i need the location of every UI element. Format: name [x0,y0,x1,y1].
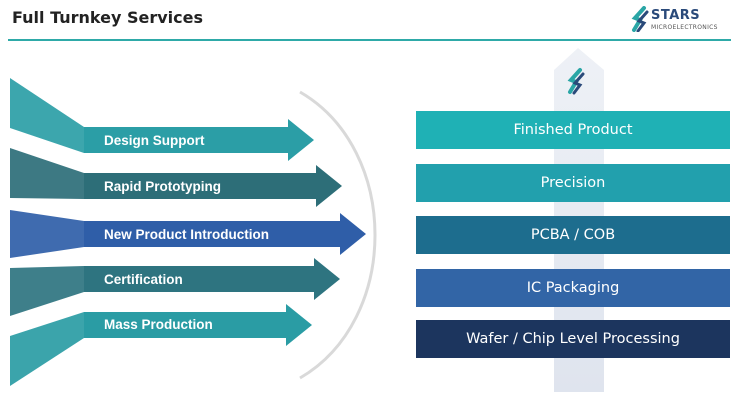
layer-label-wafer-chip: Wafer / Chip Level Processing [466,331,680,347]
layer-bar [416,111,730,149]
service-label-new-product-introduction: New Product Introduction [104,227,269,242]
service-label-design-support: Design Support [104,133,205,148]
service-funnel [10,148,84,199]
layer-bar [416,164,730,202]
service-arrow [84,258,340,300]
service-arrow [84,119,314,161]
service-funnel [10,312,84,386]
stars-logo-icon [631,6,649,33]
service-arrow [84,304,312,346]
layer-label-ic-packaging: IC Packaging [526,280,620,296]
page-title: Full Turnkey Services [12,8,203,27]
service-funnel [10,210,84,258]
layer-bar [416,320,730,358]
stars-mark-icon [567,68,585,95]
layer-label-pcba-cob: PCBA / COB [530,227,616,243]
service-arrow [84,213,366,255]
layer-bar [416,216,730,254]
layer-label-finished-product: Finished Product [513,122,633,138]
logo-wordmark: STARS [651,8,701,23]
service-arrow [84,165,342,207]
layer-bar [416,269,730,307]
company-logo: STARS MICROELECTRONICS [631,6,731,34]
header-divider [8,39,731,41]
logo-subtext: MICROELECTRONICS [651,24,718,31]
service-label-mass-production: Mass Production [104,317,213,332]
service-label-rapid-prototyping: Rapid Prototyping [104,179,221,194]
layer-label-precision: Precision [540,175,606,191]
service-label-certification: Certification [104,272,183,287]
service-funnel [10,78,84,153]
funnel-arc [299,90,377,380]
service-funnel [10,266,84,316]
